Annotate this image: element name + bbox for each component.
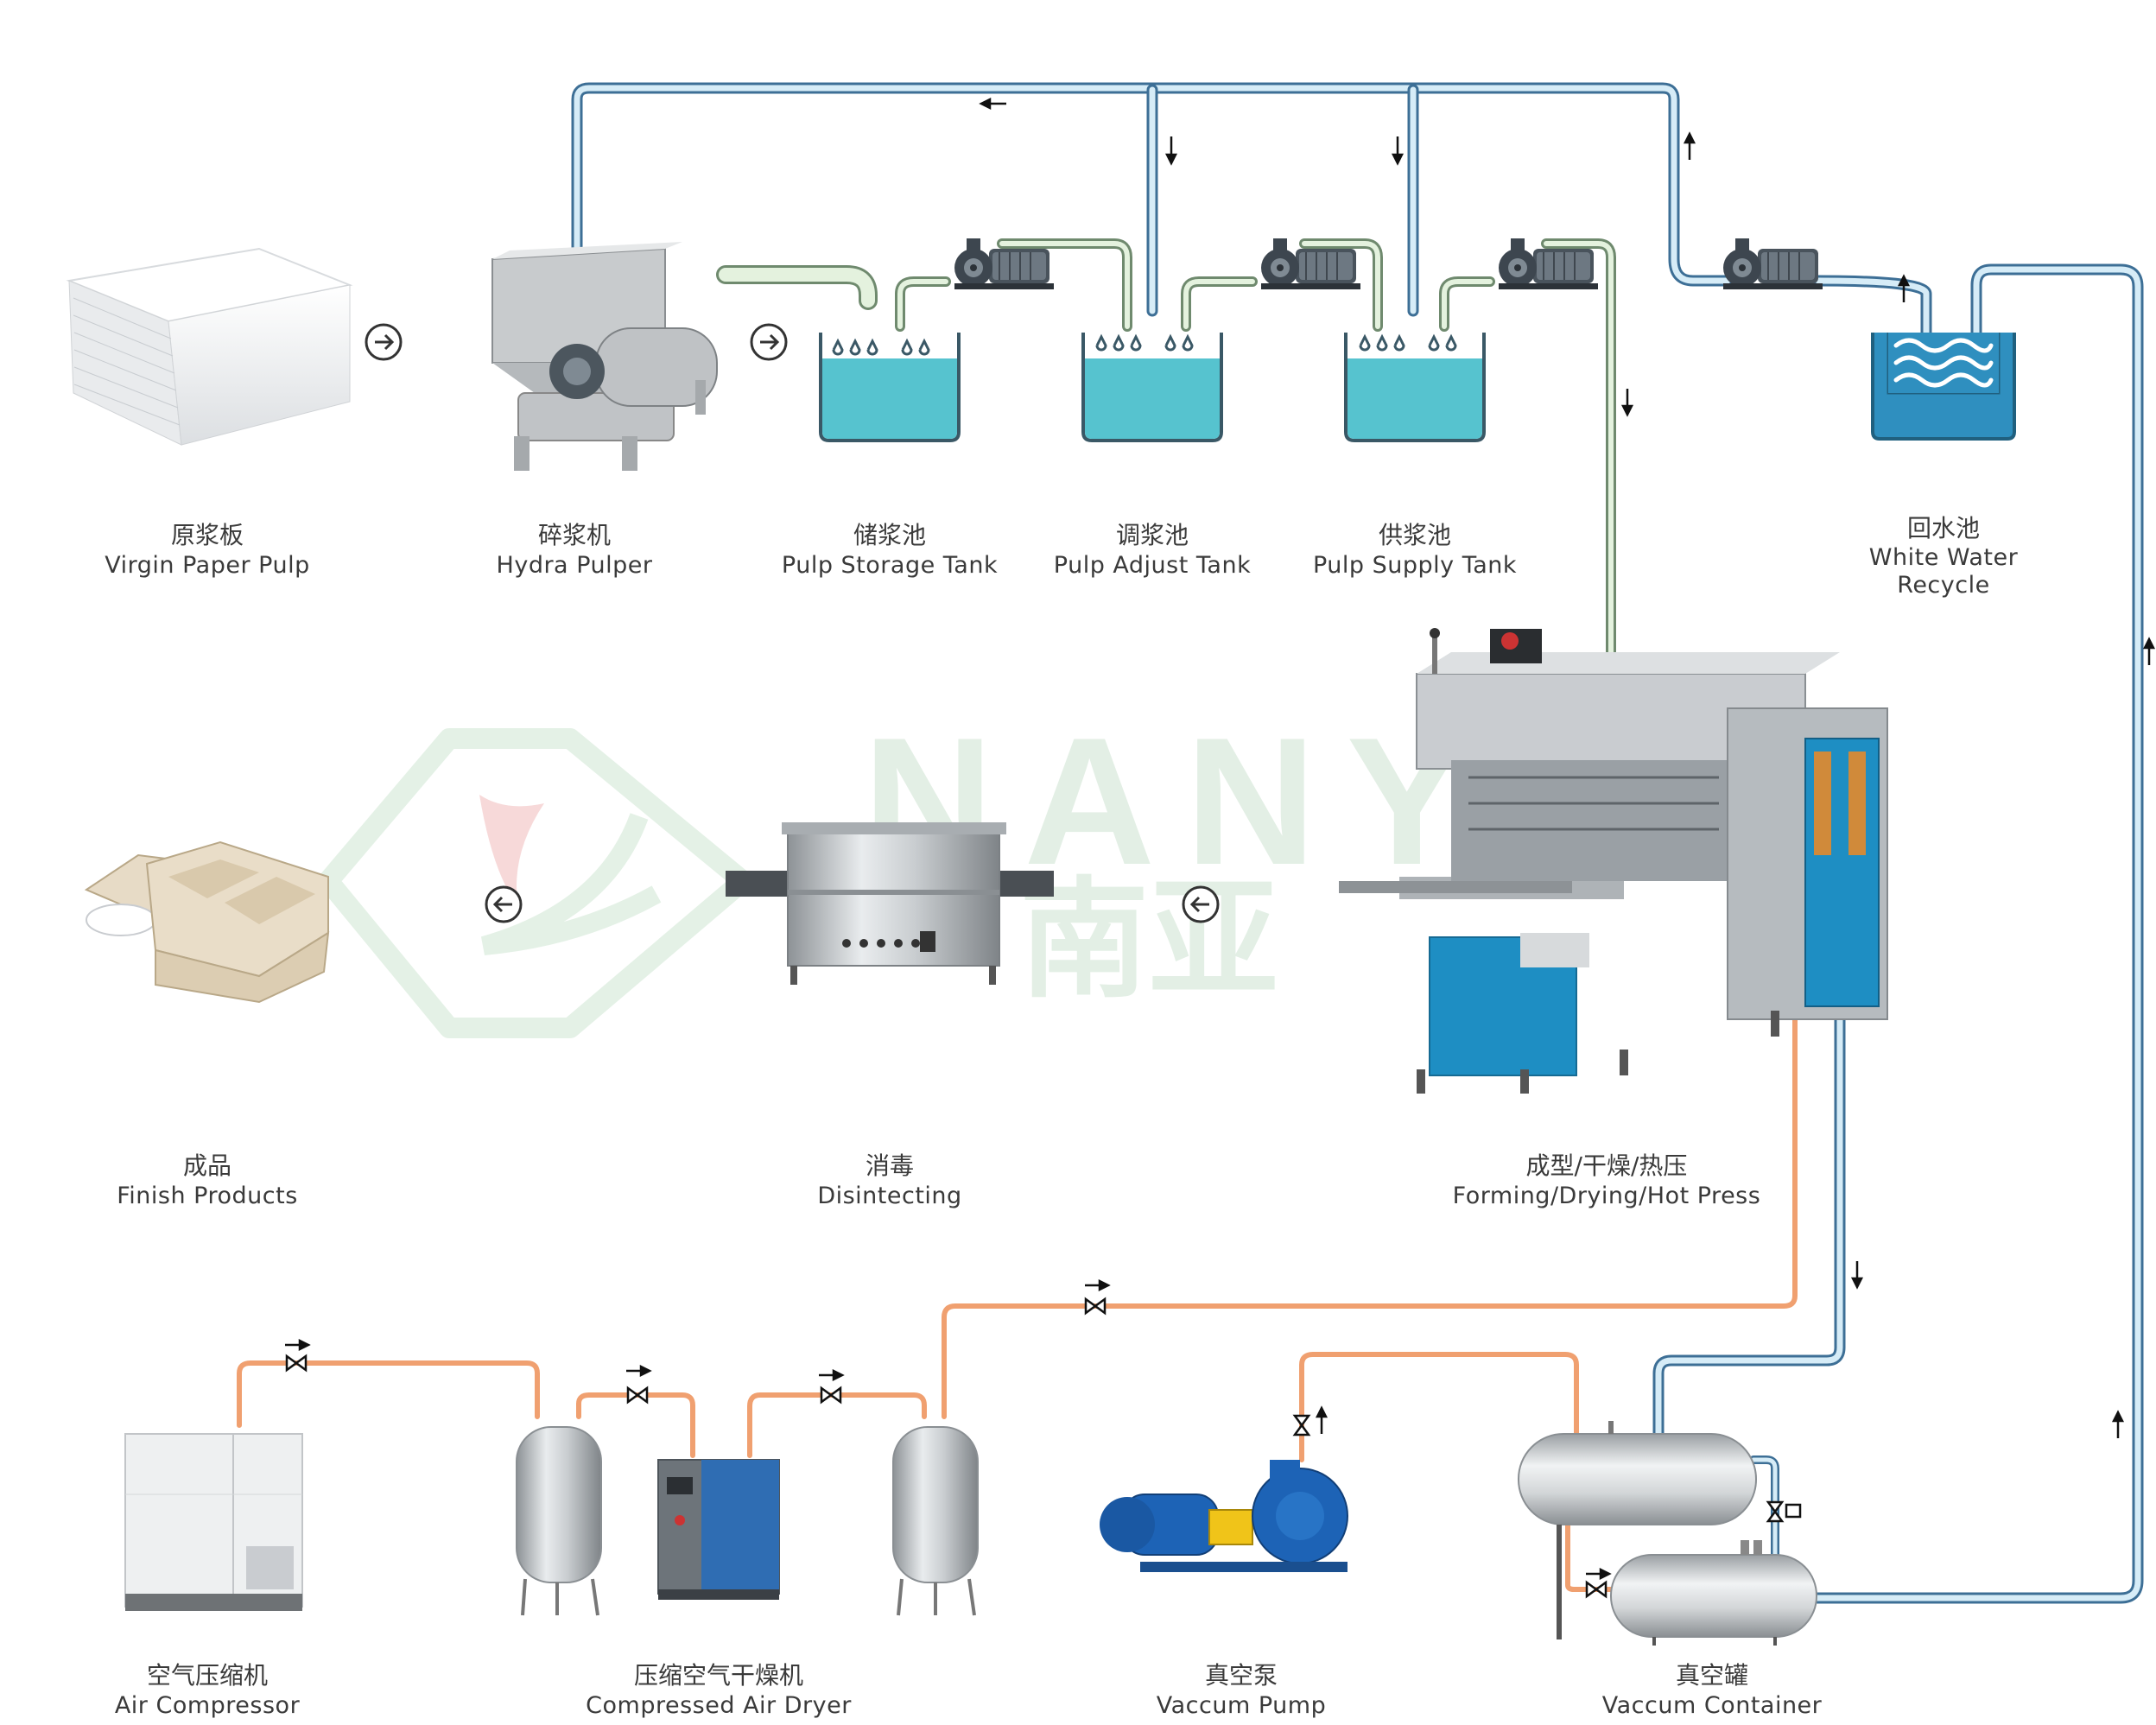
label-en: Forming/Drying/Hot Press (1452, 1183, 1761, 1209)
label-en: Pulp Adjust Tank (1053, 552, 1252, 579)
stage-label-pulp-supply: 供浆池 Pulp Supply Tank (1313, 520, 1517, 580)
flow-arrow-icon (1164, 136, 1178, 166)
gauge-icon (1785, 1503, 1802, 1519)
disinfecting-oven-image (726, 822, 1054, 985)
flow-arrow-icon (285, 1338, 311, 1352)
stage-label-finish-products: 成品 Finish Products (117, 1151, 298, 1211)
label-cn: 空气压缩机 (146, 1661, 268, 1690)
label-en: Pulp Storage Tank (781, 552, 999, 579)
label-en: Vaccum Container (1601, 1692, 1823, 1719)
pulp-storage-tank (819, 333, 961, 442)
pulp-supply-tank (1344, 333, 1486, 442)
vacuum-pump-image (1100, 1460, 1348, 1572)
label-en: Disintecting (817, 1183, 962, 1209)
hydra-pulper-image (491, 242, 718, 471)
label-en: Air Compressor (114, 1692, 301, 1719)
label-cn: 调浆池 (1115, 521, 1189, 549)
stage-label-air-compressor: 空气压缩机 Air Compressor (115, 1660, 300, 1721)
flow-arrow-icon (1897, 274, 1911, 302)
stage-label-hydra-pulper: 碎浆机 Hydra Pulper (497, 520, 653, 580)
white-water-recycle-tank (1871, 333, 2016, 441)
flow-arrow-icon (2111, 1410, 2125, 1438)
label-cn: 真空泵 (1204, 1661, 1278, 1690)
valve-icon (285, 1354, 308, 1373)
label-cn: 真空罐 (1675, 1661, 1749, 1690)
label-en: Finish Products (117, 1183, 298, 1209)
flow-arrow-icon (1085, 1278, 1111, 1292)
watermark-cn: 南亚 (1019, 866, 1278, 1016)
virgin-pulp-image (66, 247, 353, 446)
arrow-right-circle-icon (365, 323, 403, 361)
label-cn: 碎浆机 (537, 521, 612, 549)
label-en: White Water (1868, 544, 2019, 571)
valve-icon (820, 1386, 842, 1405)
flow-arrow-icon (1683, 131, 1696, 160)
flow-arrow-icon (1620, 389, 1634, 417)
arrow-right-circle-icon (750, 323, 788, 361)
flow-arrow-icon (1586, 1567, 1612, 1581)
valve-icon (1766, 1500, 1785, 1523)
stage-label-vacuum-pump: 真空泵 Vaccum Pump (1157, 1660, 1326, 1721)
label-cn: 压缩空气干燥机 (633, 1661, 804, 1690)
arrow-left-circle-icon (485, 885, 523, 923)
valve-icon (1292, 1414, 1311, 1436)
stage-label-virgin-pulp: 原浆板 Virgin Paper Pulp (105, 520, 309, 580)
pulp-adjust-tank (1081, 333, 1223, 442)
pump-icon (1722, 238, 1823, 290)
air-dryer-image (657, 1459, 780, 1600)
label-cn: 供浆池 (1378, 521, 1451, 549)
label-cn: 回水池 (1906, 514, 1980, 542)
flow-arrow-icon (819, 1368, 845, 1382)
arrow-left-circle-icon (1182, 885, 1220, 923)
air-tank-right (892, 1426, 979, 1616)
vacuum-container-image (1518, 1421, 1817, 1646)
water-return-pipes (571, 82, 2144, 1604)
valve-icon (1084, 1297, 1107, 1316)
label-cn: 成品 (182, 1151, 231, 1180)
valves (285, 1297, 1802, 1599)
forming-machine-image (1339, 628, 1888, 1094)
label-en: Hydra Pulper (496, 552, 653, 579)
air-compressor-image (124, 1433, 303, 1611)
label-cn: 原浆板 (170, 521, 244, 549)
flow-arrows (285, 97, 2156, 1581)
label-cn: 消毒 (865, 1151, 915, 1180)
air-tank-left (516, 1426, 602, 1616)
label-cn: 成型/干燥/热压 (1525, 1151, 1688, 1180)
label-cn: 储浆池 (853, 521, 926, 549)
flow-arrow-icon (1850, 1261, 1864, 1290)
label-en: Compressed Air Dryer (586, 1692, 852, 1719)
flow-arrow-icon (1391, 136, 1405, 166)
stage-label-vacuum-container: 真空罐 Vaccum Container (1602, 1660, 1823, 1721)
stage-label-forming: 成型/干燥/热压 Forming/Drying/Hot Press (1453, 1151, 1761, 1211)
flow-arrow-icon (979, 97, 1006, 111)
label-en: Virgin Paper Pulp (105, 552, 310, 579)
stage-label-pulp-adjust: 调浆池 Pulp Adjust Tank (1054, 520, 1251, 580)
label-en: Vaccum Pump (1156, 1692, 1327, 1719)
label-en-2: Recycle (1897, 572, 1990, 599)
stage-label-white-water: 回水池 White Water Recycle (1869, 513, 2018, 599)
flow-arrow-icon (1315, 1405, 1328, 1434)
flow-arrow-icon (2142, 637, 2156, 665)
stage-label-pulp-storage: 储浆池 Pulp Storage Tank (782, 520, 998, 580)
label-en: Pulp Supply Tank (1312, 552, 1518, 579)
stage-label-air-dryer: 压缩空气干燥机 Compressed Air Dryer (586, 1660, 852, 1721)
flow-arrow-icon (626, 1364, 652, 1378)
valve-icon (626, 1386, 649, 1405)
stage-label-disinfecting: 消毒 Disintecting (817, 1151, 961, 1211)
pulp-pipes (716, 238, 1616, 657)
finish-products-image (84, 840, 330, 1004)
valve-icon (1585, 1580, 1607, 1599)
